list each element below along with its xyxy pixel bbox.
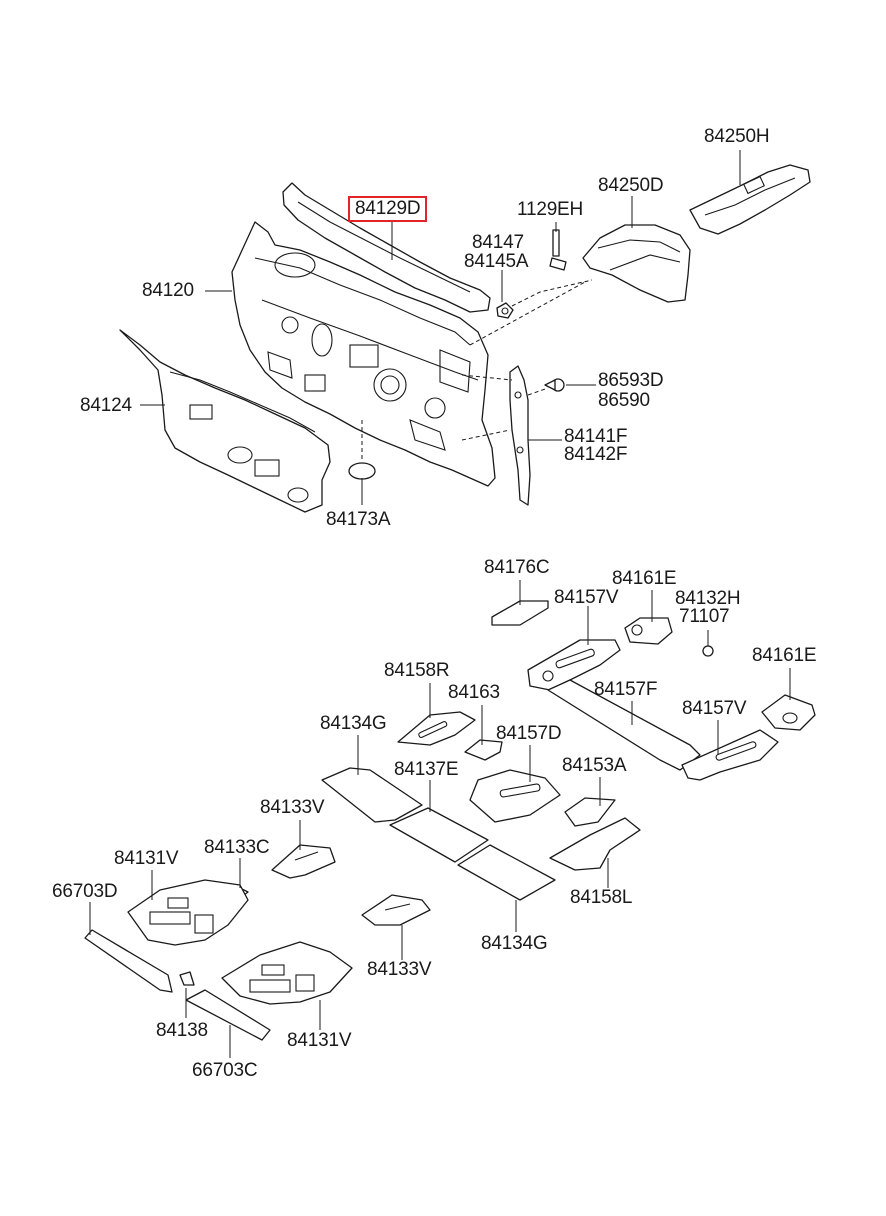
- label-84173A: 84173A: [326, 509, 391, 530]
- strip-84157V-a[interactable]: [527, 639, 621, 691]
- nut-84147[interactable]: [496, 302, 514, 319]
- pad-84157D[interactable]: [469, 769, 561, 823]
- label-84138: 84138: [156, 1020, 208, 1041]
- pad-84158L[interactable]: [549, 817, 641, 871]
- label-84131V-a: 84131V: [114, 848, 179, 869]
- label-84147: 84147: [472, 232, 524, 253]
- label-84134G-a: 84134G: [320, 713, 387, 734]
- label-84250D: 84250D: [598, 175, 664, 196]
- mat-84131V-a[interactable]: [127, 879, 249, 946]
- bracket-84141F[interactable]: [509, 365, 531, 506]
- strip-84157V-b[interactable]: [681, 729, 779, 781]
- pad-84158R[interactable]: [397, 711, 476, 746]
- label-1129EH: 1129EH: [517, 199, 584, 220]
- mat-84131V-b[interactable]: [221, 941, 353, 1005]
- label-86593D: 86593D: [598, 370, 664, 391]
- cover-84250D[interactable]: [582, 224, 691, 303]
- leader-lines: [89, 150, 791, 1058]
- label-66703D: 66703D: [52, 881, 118, 902]
- pad-84134G-b[interactable]: [457, 844, 556, 901]
- pad-84133V-a[interactable]: [271, 844, 336, 879]
- label-84133V-b: 84133V: [367, 959, 432, 980]
- label-84157D: 84157D: [496, 723, 562, 744]
- trim-66703C[interactable]: [185, 989, 271, 1041]
- bolt-1129EH[interactable]: [549, 229, 567, 271]
- insulator-84124[interactable]: [119, 329, 331, 513]
- label-84161E-b: 84161E: [752, 645, 817, 666]
- label-71107: 71107: [679, 606, 730, 627]
- label-84132H: 84132H: [675, 588, 741, 609]
- cowl-84129D[interactable]: [282, 182, 491, 313]
- label-84134G-b: 84134G: [481, 933, 548, 954]
- label-84157V-a: 84157V: [554, 587, 619, 608]
- label-84141F: 84141F: [564, 426, 628, 447]
- label-84142F: 84142F: [564, 444, 628, 465]
- label-84158L: 84158L: [570, 887, 633, 908]
- pad-84163[interactable]: [464, 739, 503, 761]
- label-84163: 84163: [448, 682, 500, 703]
- label-84133C: 84133C: [204, 837, 270, 858]
- pad-84134G-a[interactable]: [321, 767, 423, 823]
- dash-panel-84120[interactable]: [231, 221, 496, 487]
- label-84176C: 84176C: [484, 557, 550, 578]
- label-66703C: 66703C: [192, 1060, 258, 1081]
- label-84124: 84124: [80, 395, 132, 416]
- tray-84250H[interactable]: [689, 164, 811, 235]
- pad-84153A[interactable]: [564, 797, 616, 827]
- pad-84161E-b[interactable]: [761, 694, 816, 731]
- label-86590: 86590: [598, 390, 650, 411]
- label-84133V-a: 84133V: [260, 797, 325, 818]
- clip-86593D[interactable]: [544, 378, 565, 392]
- label-84161E-a: 84161E: [612, 568, 677, 589]
- nut-71107[interactable]: [702, 645, 714, 657]
- label-84158R: 84158R: [384, 660, 450, 681]
- label-84129D-highlighted[interactable]: 84129D: [348, 196, 428, 222]
- label-84131V-b: 84131V: [287, 1030, 352, 1051]
- strip-84157F[interactable]: [547, 679, 701, 771]
- label-84153A: 84153A: [562, 755, 627, 776]
- pad-84137E[interactable]: [389, 807, 489, 863]
- label-84145A: 84145A: [464, 251, 529, 272]
- label-84250H: 84250H: [704, 126, 770, 147]
- label-84157F: 84157F: [594, 679, 658, 700]
- pad-84161E-a[interactable]: [624, 617, 673, 645]
- label-84137E: 84137E: [394, 759, 459, 780]
- clip-84138[interactable]: [179, 971, 195, 986]
- pad-84133V-b[interactable]: [361, 894, 431, 926]
- label-84157V-b: 84157V: [682, 698, 747, 719]
- assembly-lines: [361, 279, 593, 462]
- grommet-84173A[interactable]: [348, 462, 376, 480]
- trim-66703D[interactable]: [84, 929, 173, 993]
- label-84120: 84120: [142, 280, 194, 301]
